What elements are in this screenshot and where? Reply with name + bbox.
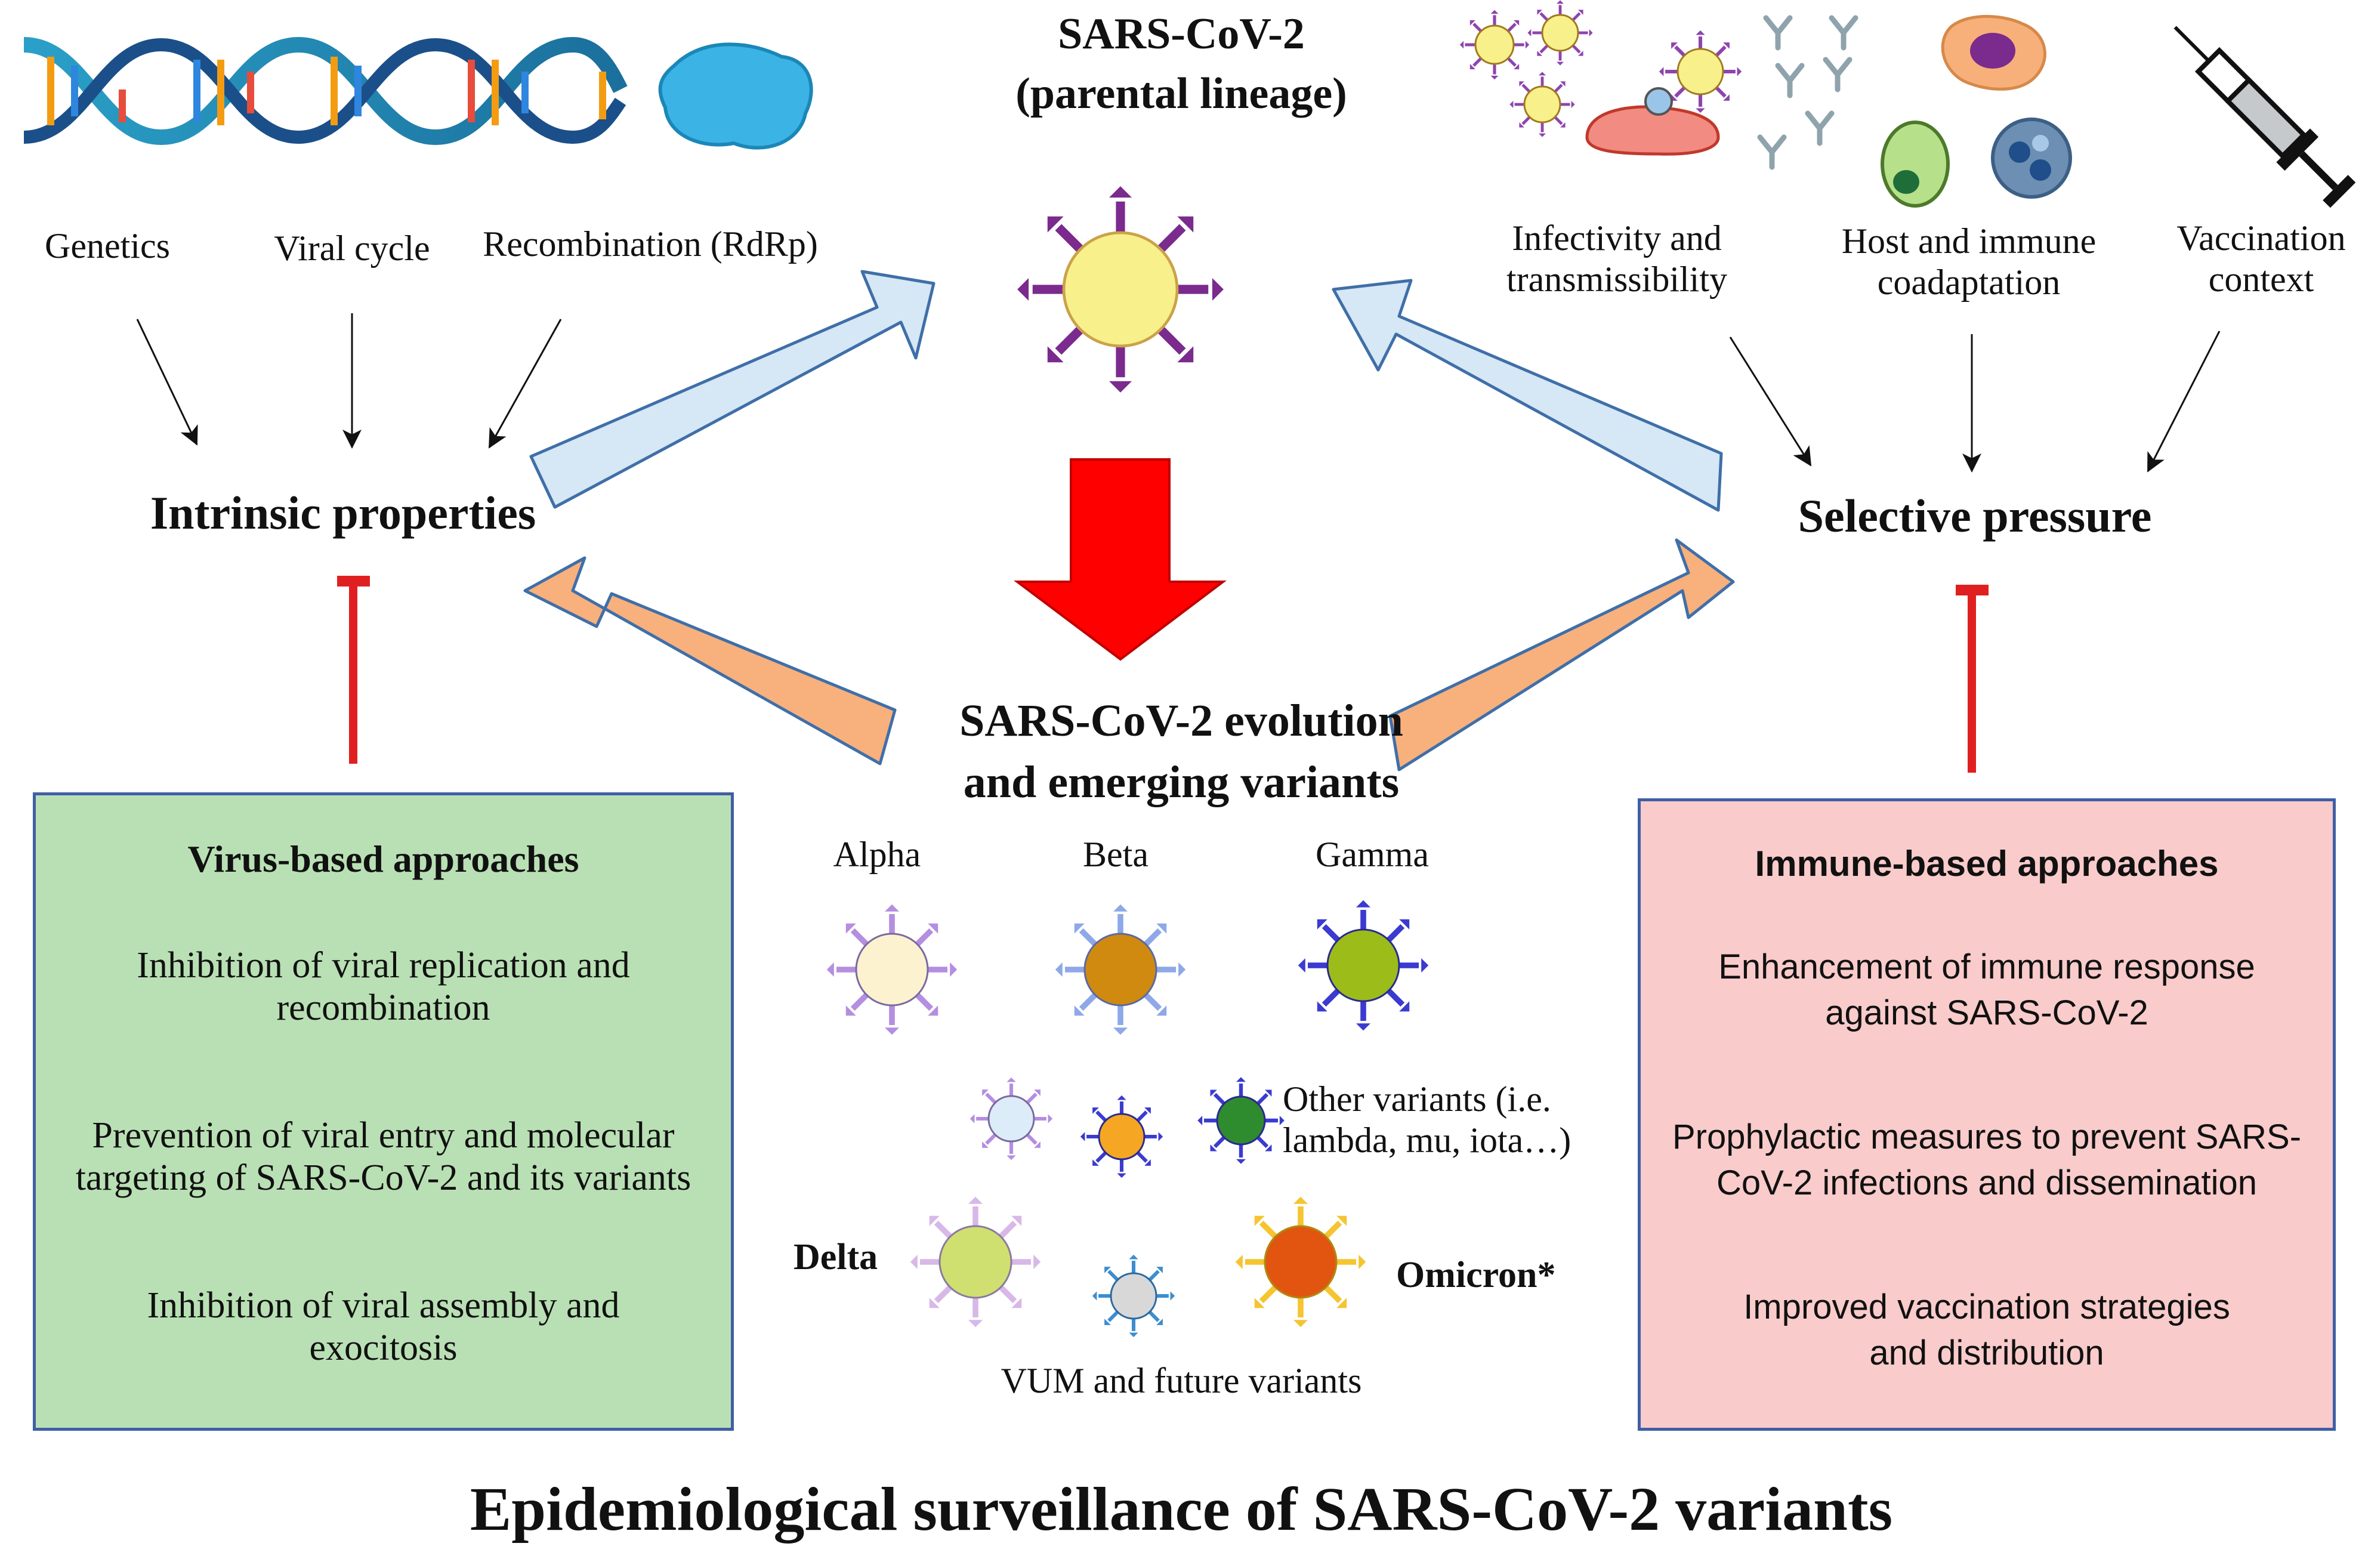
variant-label-gamma: Gamma: [1316, 835, 1429, 874]
virus-item-2-line1: Prevention of viral entry and molecular: [92, 1115, 675, 1156]
variant-gamma-icon: [1298, 900, 1429, 1031]
variant-vum-icon: [1092, 1254, 1175, 1338]
virus-item-1-line1: Inhibition of viral replication and: [137, 945, 630, 986]
cell-icon: [658, 42, 813, 150]
variant-omicron-icon: [1235, 1196, 1366, 1328]
cluster-virus-1: [1459, 10, 1530, 80]
variant-label-beta: Beta: [1083, 835, 1148, 874]
right-upward-arrow: [1332, 279, 1723, 512]
factor-host-line1: Host and immune: [1841, 221, 2097, 261]
factor-vaccination: Vaccination context: [2160, 218, 2363, 300]
immune-based-approaches-box: Immune-based approaches Enhancement of i…: [1638, 798, 2336, 1431]
antibody-icon: [1757, 15, 1858, 170]
factor-arrows-right: [1729, 331, 2221, 473]
macrophage-icon: [1941, 15, 2046, 91]
virus-item-3-line2: exocitosis: [309, 1328, 458, 1369]
parental-title: SARS-CoV-2: [1058, 10, 1305, 58]
variant-label-alpha: Alpha: [833, 835, 921, 874]
virus-based-approaches-box: Virus-based approaches Inhibition of vir…: [33, 792, 734, 1431]
variant-label-other-line1: Other variants (i.e.: [1283, 1079, 1551, 1119]
right-feedback-arrow: [1388, 538, 1735, 771]
variant-virus-group: [826, 900, 1429, 1338]
virus-box-title: Virus-based approaches: [187, 838, 579, 880]
variant-label-other: Other variants (i.e. lambda, mu, iota…): [1283, 1079, 1617, 1161]
virus-item-3-line1: Inhibition of viral assembly and: [147, 1285, 620, 1326]
variant-beta-icon: [1055, 904, 1186, 1035]
factor-infectivity-line1: Infectivity and: [1512, 218, 1722, 258]
virus-item-1-line2: recombination: [276, 987, 490, 1029]
immune-item-2: Prophylactic measures to prevent SARS- C…: [1641, 1115, 2333, 1206]
virus-item-3: Inhibition of viral assembly and exocito…: [36, 1285, 731, 1370]
immune-box-title: Immune-based approaches: [1755, 844, 2219, 884]
variant-alpha-icon: [826, 904, 958, 1035]
immune-item-1-line2: against SARS-CoV-2: [1825, 993, 2148, 1032]
factor-genetics: Genetics: [45, 226, 170, 266]
factor-recombination: Recombination (RdRp): [483, 224, 818, 264]
syringe-icon: [2173, 26, 2356, 208]
immune-cell-icon: [1881, 118, 2072, 208]
factor-arrows-left: [136, 313, 562, 449]
factor-viral-cycle: Viral cycle: [274, 229, 430, 268]
virus-item-1: Inhibition of viral replication and reco…: [36, 944, 731, 1030]
inhibition-right: [1956, 585, 1989, 773]
variant-other-3-icon: [1197, 1077, 1285, 1164]
factor-infectivity: Infectivity and transmissibility: [1480, 218, 1754, 300]
inhibition-left: [337, 576, 370, 764]
footer-title: Epidemiological surveillance of SARS-CoV…: [470, 1475, 1893, 1544]
variant-label-other-line2: lambda, mu, iota…): [1283, 1121, 1571, 1160]
dna-icon: [23, 36, 628, 146]
parental-virus-icon: [1017, 186, 1224, 393]
host-cell-icon: [1585, 87, 1720, 156]
variant-delta-icon: [910, 1196, 1041, 1328]
virus-cluster-icon: [1459, 0, 1742, 137]
immune-item-1-line1: Enhancement of immune response: [1718, 947, 2255, 986]
variant-label-vum: VUM and future variants: [1001, 1361, 1362, 1400]
variant-other-1-icon: [970, 1077, 1053, 1160]
immune-item-3-line2: and distribution: [1869, 1333, 2104, 1372]
evolution-title-line2: and emerging variants: [963, 757, 1400, 807]
variant-other-2-icon: [1080, 1095, 1163, 1178]
factor-vaccination-line1: Vaccination: [2176, 218, 2346, 258]
virus-item-2-line2: targeting of SARS-CoV-2 and its variants: [75, 1158, 691, 1199]
intrinsic-properties-label: Intrinsic properties: [150, 487, 536, 539]
cluster-virus-4: [1659, 30, 1742, 113]
immune-item-2-line1: Prophylactic measures to prevent SARS-: [1672, 1118, 2302, 1156]
immune-item-3-line1: Improved vaccination strategies: [1743, 1288, 2230, 1326]
evolution-title-line1: SARS-CoV-2 evolution: [959, 696, 1403, 746]
factor-vaccination-line2: context: [2208, 260, 2314, 299]
immune-item-1: Enhancement of immune response against S…: [1641, 944, 2333, 1036]
left-upward-arrow: [529, 270, 935, 509]
left-feedback-arrow: [523, 556, 897, 766]
cluster-virus-2: [1527, 0, 1593, 66]
selective-pressure-label: Selective pressure: [1798, 490, 2152, 542]
factor-host-immune: Host and immune coadaptation: [1820, 221, 2118, 303]
cluster-virus-3: [1509, 72, 1575, 137]
parental-virus-core: [1017, 186, 1224, 393]
factor-host-line2: coadaptation: [1877, 263, 2061, 302]
factor-infectivity-line2: transmissibility: [1506, 260, 1728, 299]
parental-subtitle: (parental lineage): [1015, 69, 1347, 118]
variant-label-omicron: Omicron*: [1396, 1255, 1556, 1295]
virus-item-2: Prevention of viral entry and molecular …: [36, 1115, 731, 1200]
immune-item-2-line2: CoV-2 infections and dissemination: [1716, 1163, 2257, 1202]
immune-item-3: Improved vaccination strategies and dist…: [1641, 1285, 2333, 1376]
variant-label-delta: Delta: [794, 1237, 878, 1277]
evolution-arrow: [1014, 458, 1227, 661]
